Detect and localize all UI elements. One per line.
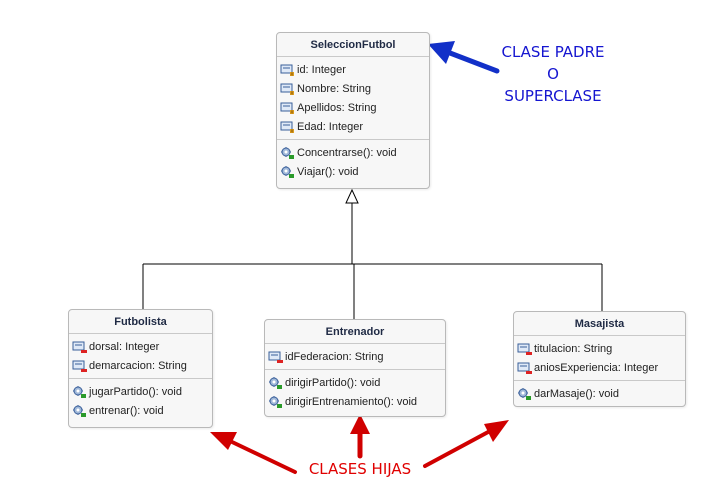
operation-label: dirigirPartido(): void [285, 376, 381, 389]
operation-label: entrenar(): void [89, 404, 164, 417]
parent-note-line: O [547, 65, 559, 83]
operation-row[interactable]: dirigirPartido(): void [265, 373, 445, 392]
svg-text:#: # [291, 129, 294, 134]
operation-row[interactable]: Concentrarse(): void [277, 143, 429, 162]
attribute-label: aniosExperiencia: Integer [534, 361, 659, 374]
attribute-label: Nombre: String [297, 82, 371, 95]
operations-section: darMasaje(): void [514, 380, 685, 406]
attribute-row[interactable]: #id: Integer [277, 60, 429, 79]
operation-label: jugarPartido(): void [89, 385, 182, 398]
attribute-label: Apellidos: String [297, 101, 377, 114]
operation-label: darMasaje(): void [534, 387, 619, 400]
attribute-icon: # [280, 64, 294, 77]
operation-row[interactable]: jugarPartido(): void [69, 382, 212, 401]
attribute-row[interactable]: dorsal: Integer [69, 337, 212, 356]
class-entrenador[interactable]: Entrenador idFederacion: String dirigirP… [264, 319, 446, 417]
attribute-row[interactable]: demarcacion: String [69, 356, 212, 375]
attribute-label: id: Integer [297, 63, 346, 76]
operation-label: Viajar(): void [297, 165, 359, 178]
operation-icon [518, 387, 531, 400]
attributes-section: dorsal: Integer demarcacion: String [69, 334, 212, 378]
attribute-icon [268, 351, 283, 363]
attribute-icon: # [280, 83, 294, 96]
operations-section: jugarPartido(): void entrenar(): void [69, 378, 212, 423]
operation-row[interactable]: entrenar(): void [69, 401, 212, 420]
child-pointer-arrow-entrenador [350, 414, 370, 459]
attribute-label: dorsal: Integer [89, 340, 160, 353]
operation-row[interactable]: darMasaje(): void [514, 384, 685, 403]
class-masajista[interactable]: Masajista titulacion: String aniosExperie… [513, 311, 686, 407]
attribute-icon: # [280, 102, 294, 115]
class-name: Futbolista [69, 310, 212, 334]
attribute-icon [517, 343, 532, 355]
attribute-icon [517, 362, 532, 374]
attribute-row[interactable]: aniosExperiencia: Integer [514, 358, 685, 377]
operation-label: Concentrarse(): void [297, 146, 397, 159]
attribute-row[interactable]: #Apellidos: String [277, 98, 429, 117]
parent-pointer-arrow [428, 41, 500, 74]
attribute-icon: # [280, 121, 294, 134]
child-pointer-arrow-futbolista [210, 432, 297, 474]
child-pointer-arrow-masajista [423, 420, 509, 468]
attribute-label: demarcacion: String [89, 359, 187, 372]
operation-icon [281, 165, 294, 178]
class-seleccionfutbol[interactable]: SeleccionFutbol #id: Integer#Nombre: Str… [276, 32, 430, 189]
attribute-row[interactable]: #Edad: Integer [277, 117, 429, 136]
operation-icon [73, 404, 86, 417]
svg-text:#: # [291, 72, 294, 77]
attribute-label: titulacion: String [534, 342, 613, 355]
class-name: Entrenador [265, 320, 445, 344]
class-name: SeleccionFutbol [277, 33, 429, 57]
attribute-icon [72, 360, 87, 372]
parent-note-line: SUPERCLASE [504, 87, 602, 105]
attribute-label: Edad: Integer [297, 120, 364, 133]
parent-note-line: CLASE PADRE [501, 43, 605, 61]
children-classes-note: CLASES HIJAS [308, 460, 412, 478]
attribute-icon [72, 341, 87, 353]
svg-text:#: # [291, 110, 294, 115]
attribute-row[interactable]: titulacion: String [514, 339, 685, 358]
operation-icon [269, 376, 282, 389]
class-name: Masajista [514, 312, 685, 336]
operation-label: dirigirEntrenamiento(): void [285, 395, 418, 408]
attributes-section: titulacion: String aniosExperiencia: Inte… [514, 336, 685, 380]
operation-icon [269, 395, 282, 408]
attribute-label: idFederacion: String [285, 350, 384, 363]
operation-icon [73, 385, 86, 398]
svg-text:#: # [291, 91, 294, 96]
attribute-row[interactable]: #Nombre: String [277, 79, 429, 98]
class-futbolista[interactable]: Futbolista dorsal: Integer demarcacion: S… [68, 309, 213, 428]
parent-class-note: CLASE PADRE O SUPERCLASE [488, 41, 618, 107]
operation-row[interactable]: dirigirEntrenamiento(): void [265, 392, 445, 411]
operation-row[interactable]: Viajar(): void [277, 162, 429, 181]
generalization-arrowhead [345, 188, 359, 204]
attribute-row[interactable]: idFederacion: String [265, 347, 445, 366]
operation-icon [281, 146, 294, 159]
operations-section: dirigirPartido(): void dirigirEntrenamien… [265, 369, 445, 414]
attributes-section: idFederacion: String [265, 344, 445, 369]
attributes-section: #id: Integer#Nombre: String#Apellidos: S… [277, 57, 429, 139]
